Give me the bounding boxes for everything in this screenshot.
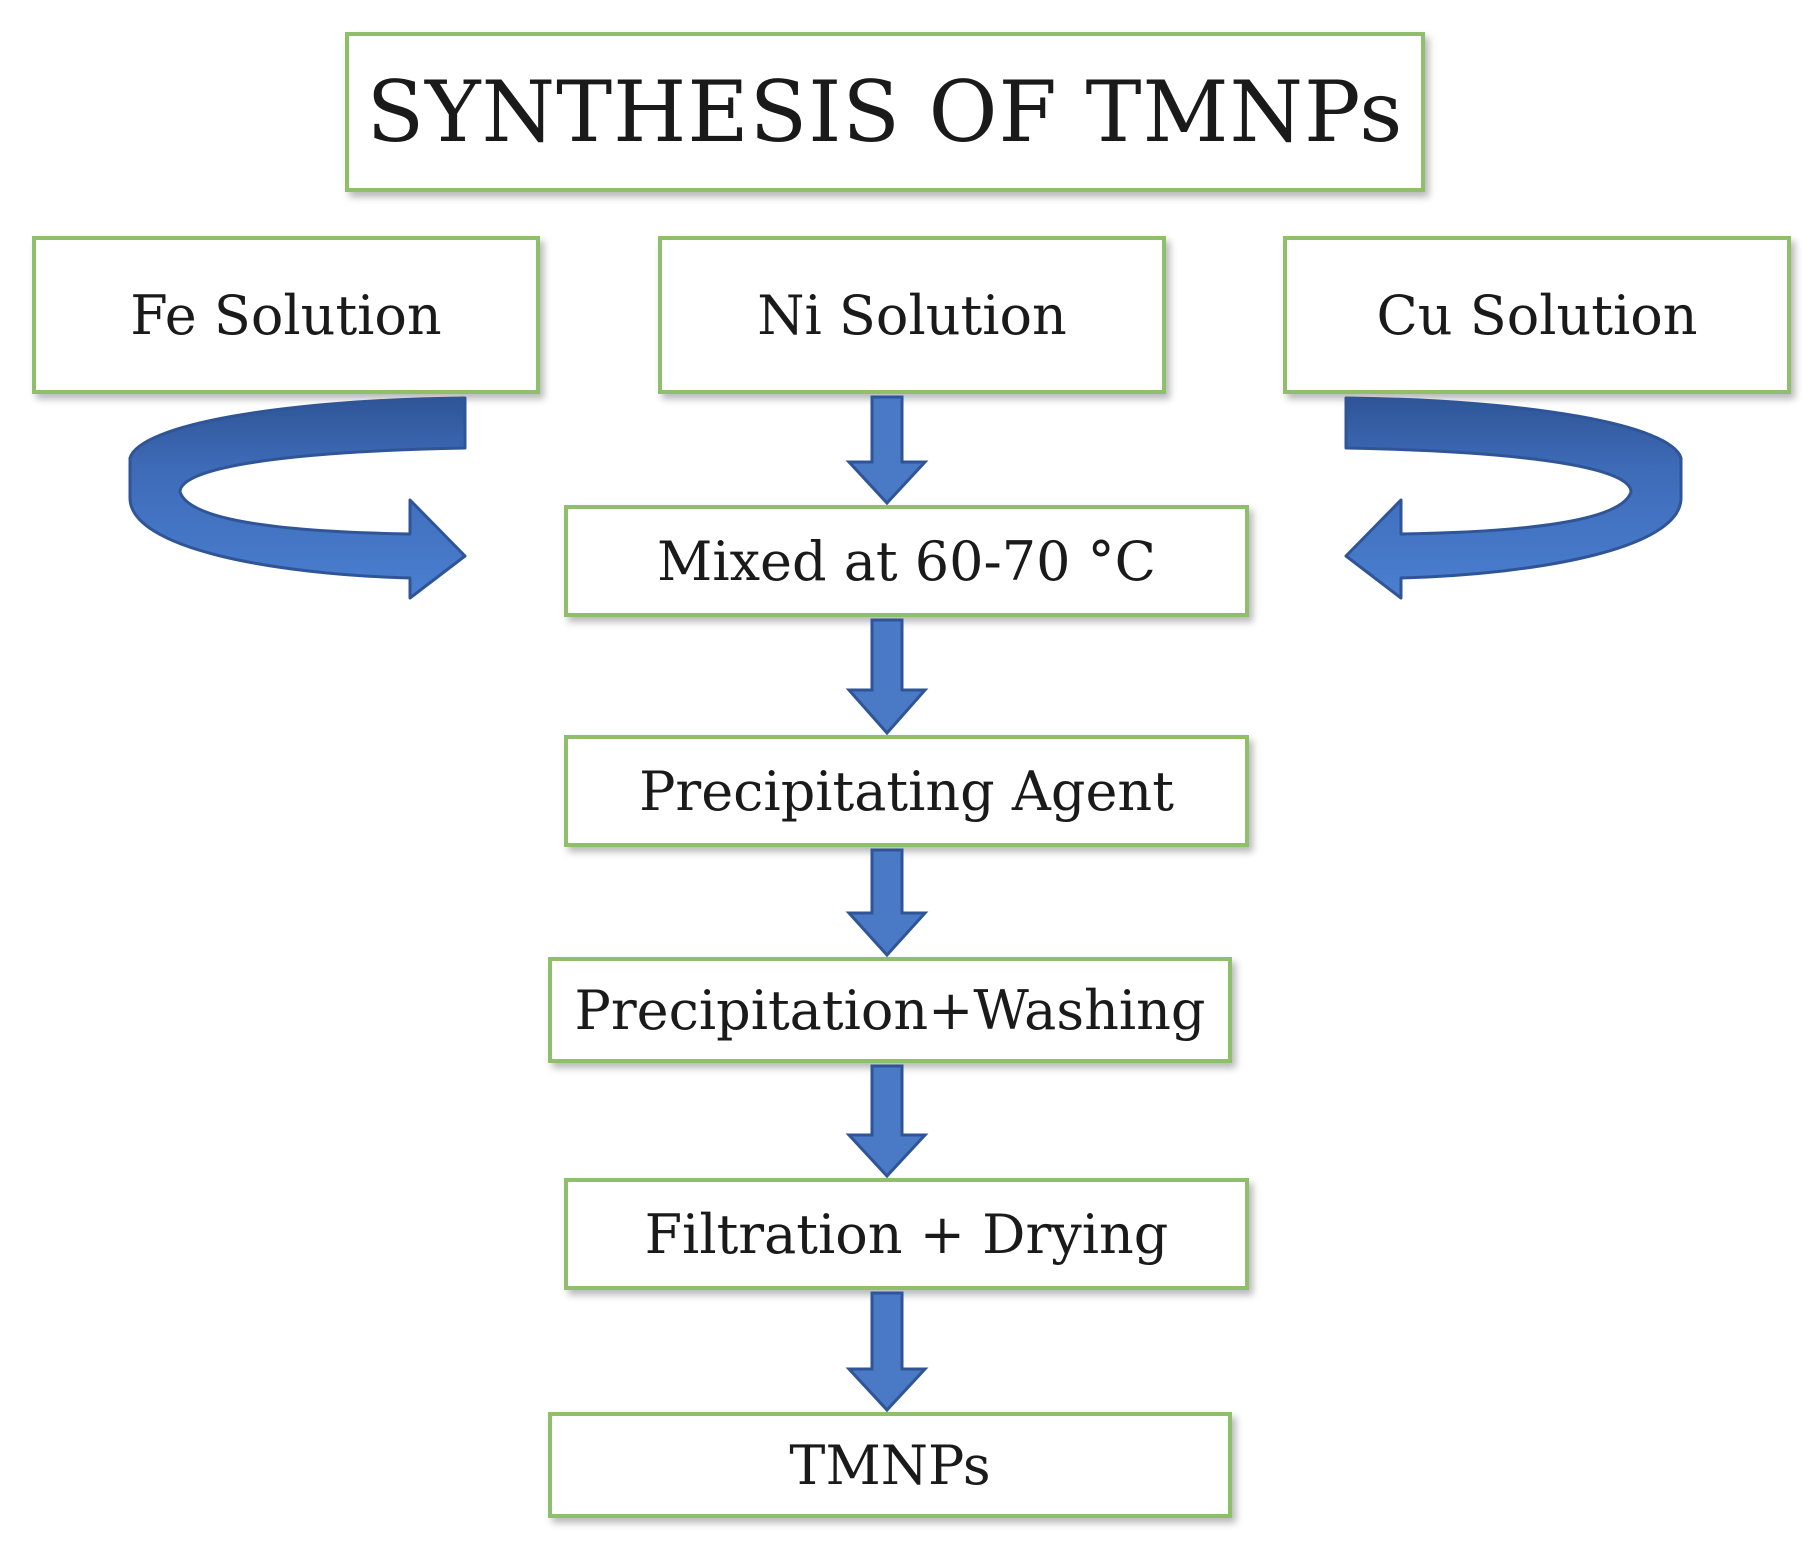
step-filtration-drying-box: Filtration + Drying: [564, 1178, 1249, 1290]
fe-solution-label: Fe Solution: [130, 283, 442, 347]
fe-solution-box: Fe Solution: [32, 236, 540, 394]
step-precipitating-agent-label: Precipitating Agent: [639, 759, 1174, 823]
ni-solution-box: Ni Solution: [658, 236, 1166, 394]
step-filtration-drying-label: Filtration + Drying: [644, 1202, 1169, 1266]
down-arrow-filtration-to-tmnps: [845, 1291, 929, 1413]
step-precipitation-washing-box: Precipitation+Washing: [548, 957, 1232, 1063]
down-arrow-agent-to-washing: [845, 848, 929, 958]
down-arrow-mixed-to-agent: [845, 618, 929, 736]
step-tmnps-box: TMNPs: [548, 1412, 1232, 1518]
step-precipitating-agent-box: Precipitating Agent: [564, 735, 1249, 847]
step-precipitation-washing-label: Precipitation+Washing: [574, 978, 1206, 1042]
title-box: SYNTHESIS OF TMNPs: [345, 32, 1425, 192]
step-mixed-label: Mixed at 60-70 °C: [657, 529, 1156, 593]
curved-arrow-fe-to-mixed: [128, 396, 467, 600]
cu-solution-label: Cu Solution: [1376, 283, 1698, 347]
ni-solution-label: Ni Solution: [757, 283, 1067, 347]
curved-arrow-cu-to-mixed: [1344, 396, 1683, 600]
step-tmnps-label: TMNPs: [789, 1433, 991, 1497]
step-mixed-box: Mixed at 60-70 °C: [564, 505, 1249, 617]
diagram-title: SYNTHESIS OF TMNPs: [366, 63, 1404, 161]
down-arrow-washing-to-filtration: [845, 1064, 929, 1179]
cu-solution-box: Cu Solution: [1283, 236, 1791, 394]
down-arrow-ni-to-mixed: [845, 395, 929, 506]
